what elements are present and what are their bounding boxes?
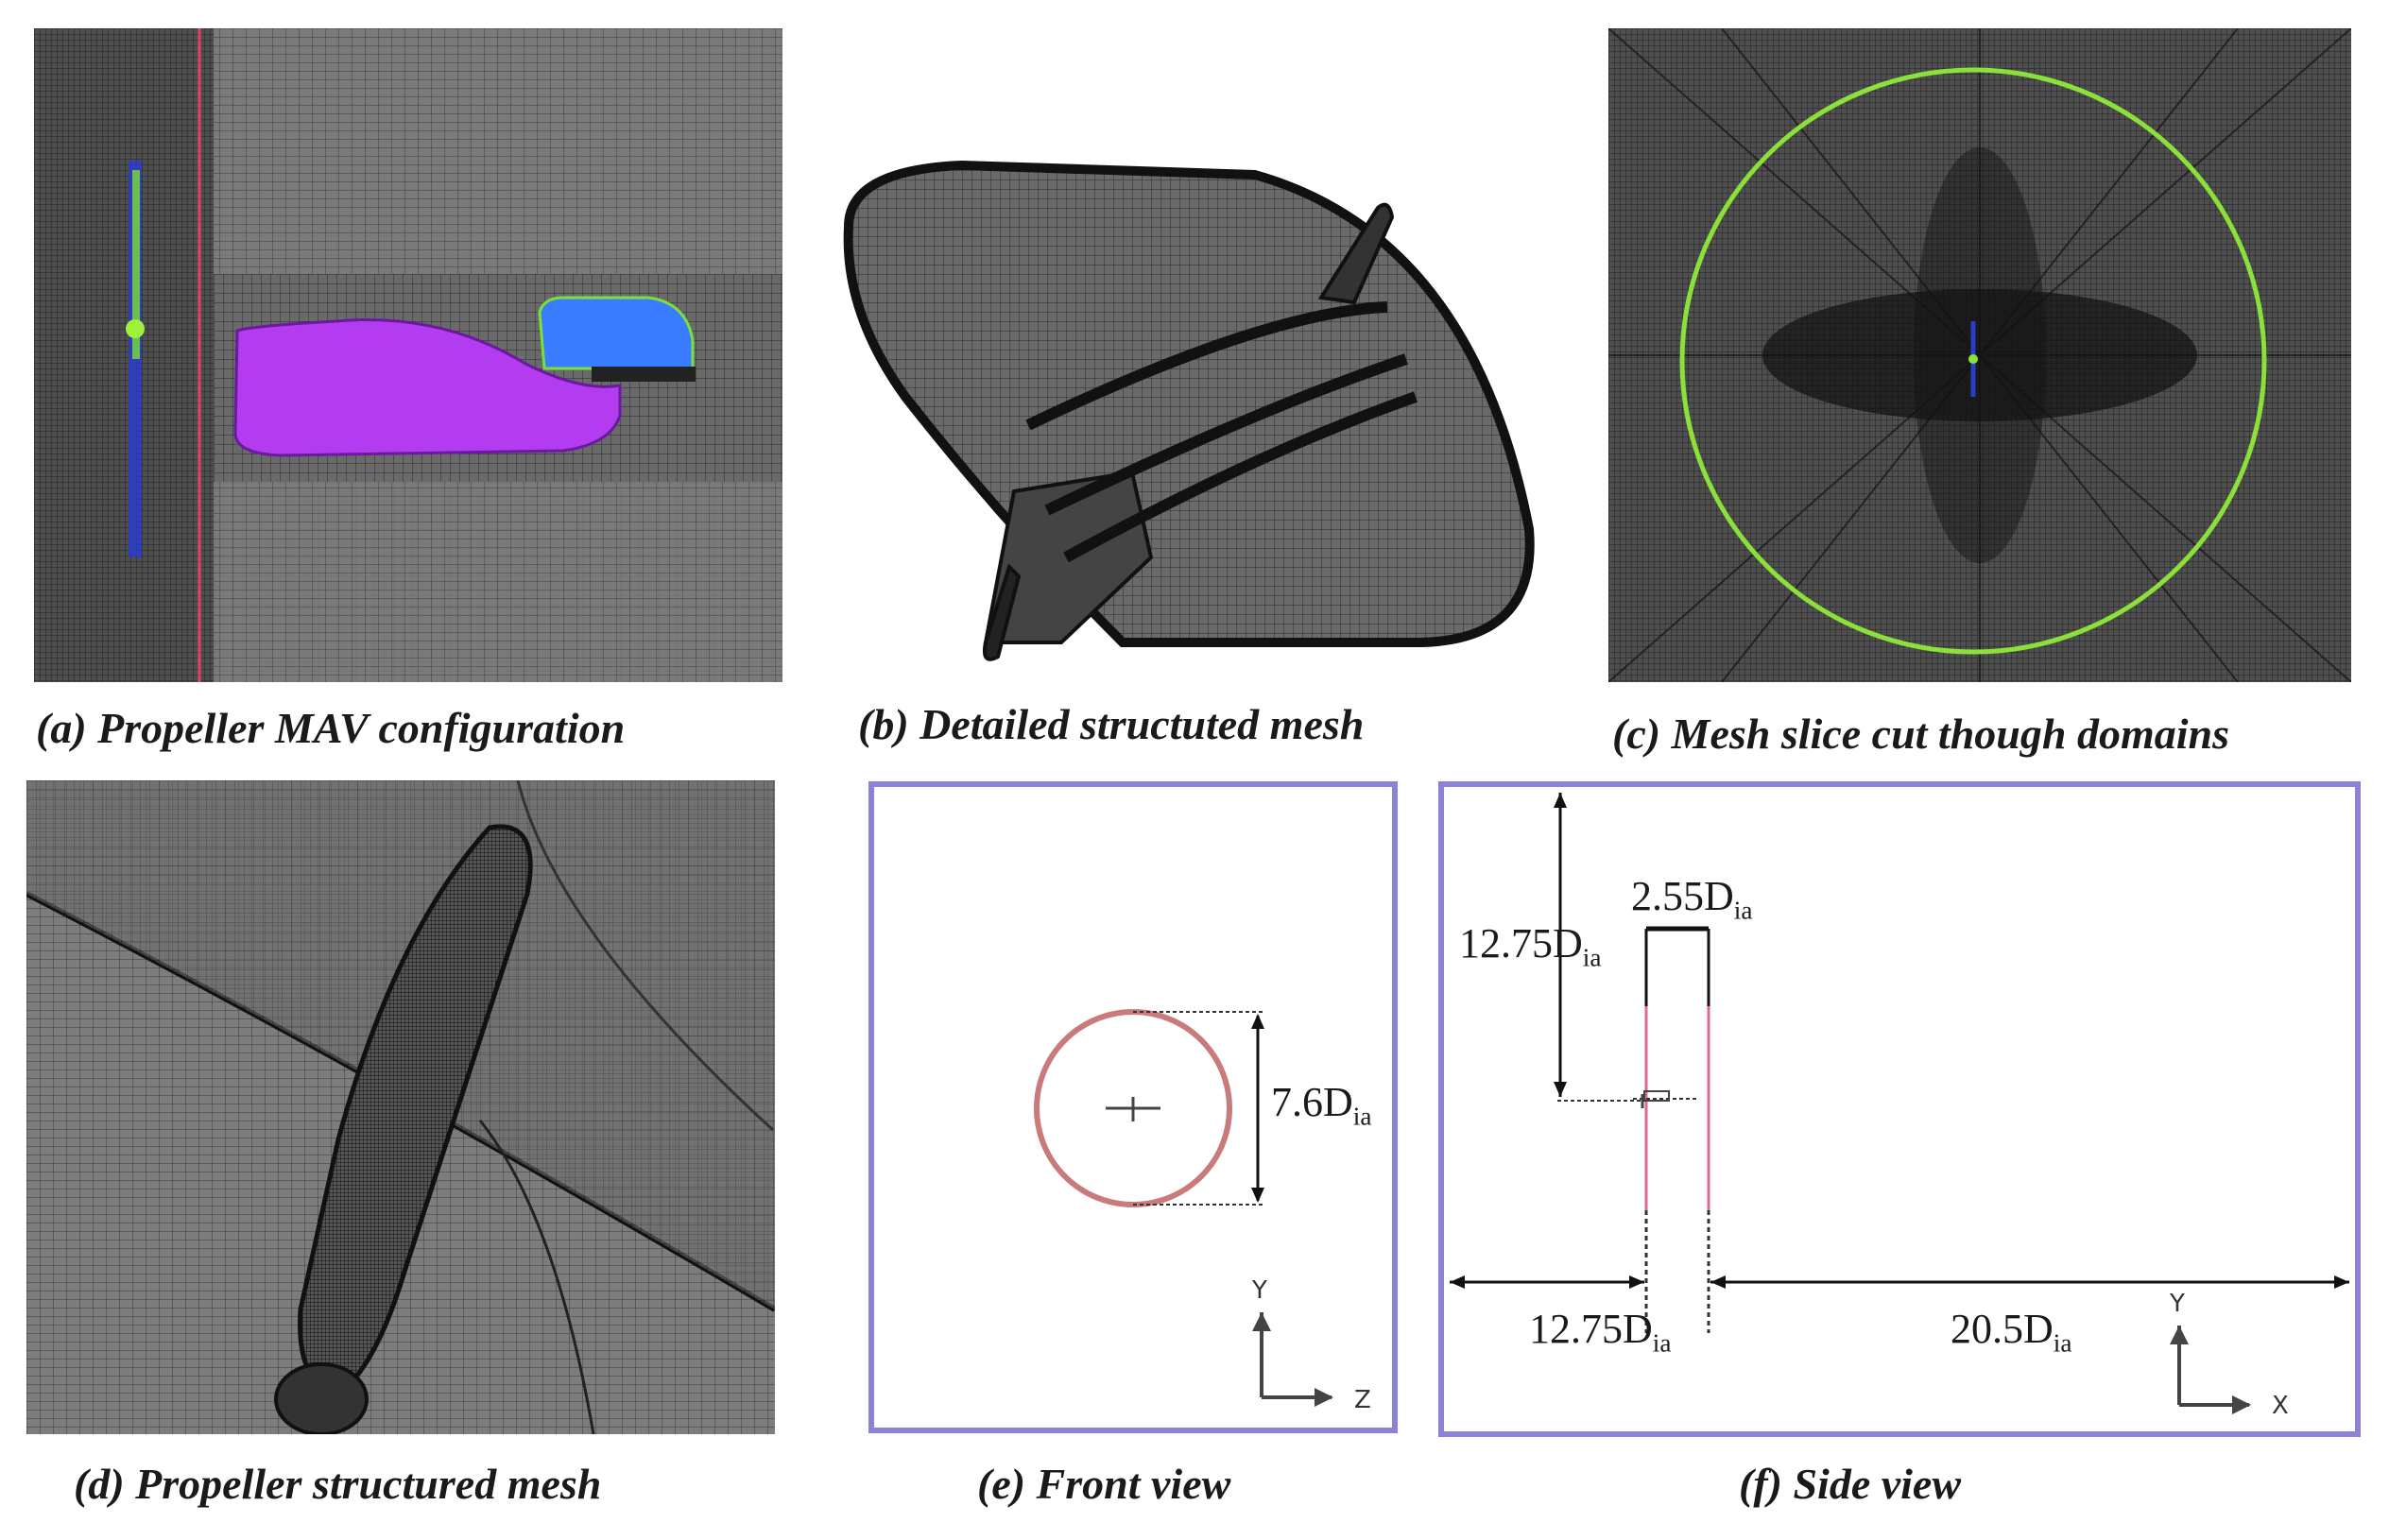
upper-blade bbox=[1317, 202, 1395, 305]
panel-f-side-view: 12.75Dia 2.55Dia 12.75Dia 20.5Dia Y X bbox=[1438, 781, 2361, 1437]
rotating-domain-ring bbox=[1679, 67, 2267, 655]
side-view-right-dimension-label: 20.5Dia bbox=[1951, 1306, 2072, 1358]
panel-b-detailed-structured-mesh bbox=[811, 113, 1567, 680]
caption-e: (e) Front view bbox=[977, 1460, 1231, 1508]
propeller-hub bbox=[274, 1362, 369, 1434]
mesh-slice-image bbox=[1608, 28, 2351, 682]
panel-c-mesh-slice bbox=[1608, 28, 2351, 682]
caption-a: (a) Propeller MAV configuration bbox=[36, 704, 626, 752]
front-view-dimension-label: 7.6Dia bbox=[1271, 1079, 1372, 1131]
lower-blade bbox=[982, 563, 1022, 661]
caption-c: (c) Mesh slice cut though domains bbox=[1612, 710, 2230, 758]
caption-b: (b) Detailed structuted mesh bbox=[858, 700, 1365, 748]
side-view-top-dimension-label: 12.75Dia bbox=[1459, 920, 1602, 972]
front-view-z-axis-label: Z bbox=[1354, 1386, 1371, 1414]
side-view-width-dimension-label: 2.55Dia bbox=[1631, 873, 1753, 925]
caption-d: (d) Propeller structured mesh bbox=[74, 1460, 602, 1508]
front-view-y-axis-label: Y bbox=[1252, 1276, 1267, 1305]
wing-structured-mesh-image bbox=[811, 113, 1567, 680]
side-view-diagram bbox=[1450, 793, 2349, 1414]
panel-e-front-view: 7.6Dia Y Z bbox=[868, 781, 1398, 1433]
panel-a-propeller-mav-configuration bbox=[34, 28, 782, 682]
fuselage-shape bbox=[233, 317, 622, 457]
side-view-x-axis-label: X bbox=[2272, 1392, 2289, 1420]
side-view-left-dimension-label: 12.75Dia bbox=[1529, 1306, 1672, 1358]
mav-configuration-mesh-image bbox=[34, 28, 782, 682]
canopy-shape bbox=[538, 296, 695, 370]
caption-f: (f) Side view bbox=[1739, 1460, 1962, 1508]
side-view-y-axis-label: Y bbox=[2170, 1290, 2185, 1318]
panel-d-propeller-structured-mesh bbox=[26, 780, 775, 1434]
propeller-mesh-image bbox=[26, 780, 775, 1434]
front-view-diagram bbox=[1034, 1009, 1333, 1407]
